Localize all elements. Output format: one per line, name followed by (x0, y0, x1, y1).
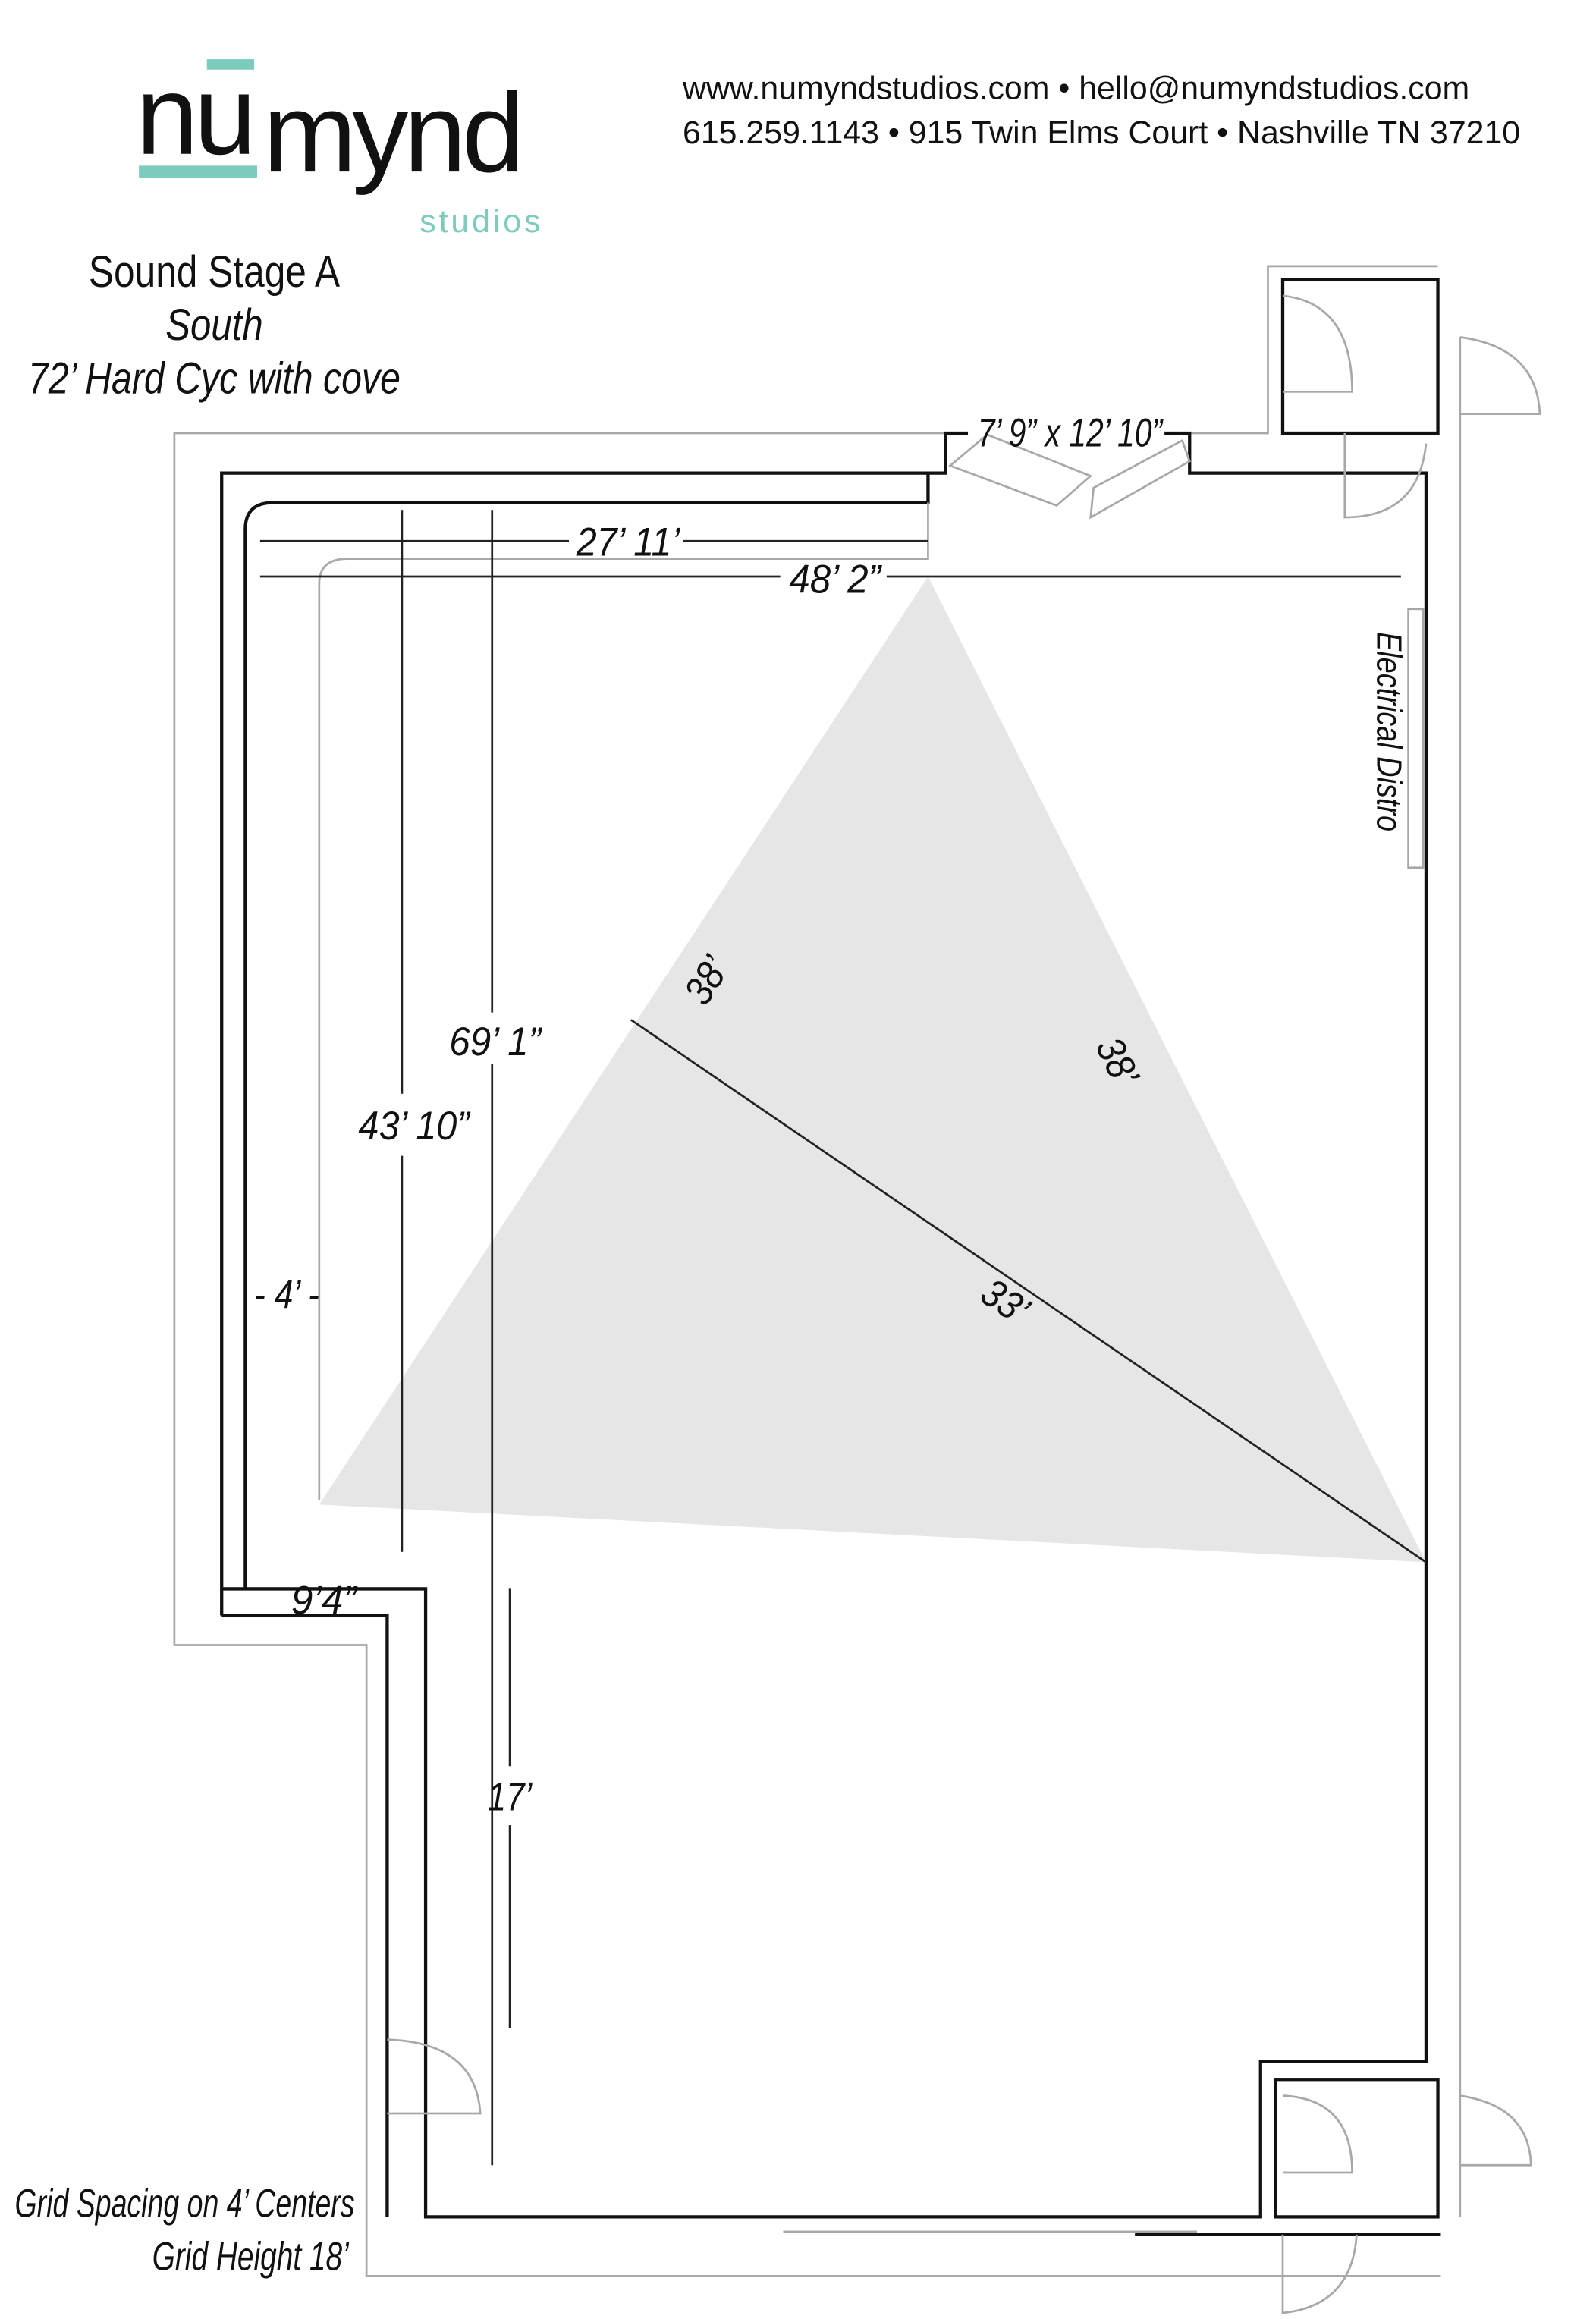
cove-dimension: - 4’ - (254, 1272, 319, 1317)
camera-coverage-area (319, 576, 1426, 1563)
logo-studios: studios (419, 203, 543, 240)
outer-wall-line-top (1189, 265, 1438, 435)
logo-mynd: mynd (263, 71, 520, 196)
door-icon (947, 433, 1093, 507)
electrical-distro-label: Electrical Distro (1370, 632, 1409, 831)
width-dimension: 48’ 2” (789, 557, 882, 602)
cyc-cove-line (318, 502, 929, 1500)
door-icon (1089, 438, 1191, 520)
door-icon (1282, 2094, 1353, 2174)
room-top-right (1280, 278, 1440, 435)
room-size-label: 7’ 9” x 12’ 10” (978, 411, 1164, 456)
door-icon (1459, 2094, 1532, 2167)
grid-height-note: Grid Height 18’ (152, 2235, 350, 2280)
logo-nu: nu (136, 53, 252, 178)
door-icon (1282, 294, 1353, 393)
electrical-distro-panel (1407, 608, 1425, 869)
length-dimension: 69’ 1” (449, 1020, 542, 1064)
stage-orientation: South (165, 300, 263, 350)
outer-wall-line (173, 432, 1441, 2277)
door-icon (387, 2038, 482, 2115)
door-icon (1281, 2234, 1358, 2314)
stage-cyc-description: 72’ Hard Cyc with cove (28, 354, 401, 403)
cyc-side-dimension: 43’ 10” (358, 1104, 470, 1149)
coverage-depth-line (630, 1019, 1427, 1563)
lower-dimension: 17’ (488, 1775, 533, 1820)
contact-line-1: www.numyndstudios.com • hello@numyndstud… (682, 71, 1469, 107)
logo-accent-bar-bottom (139, 165, 257, 178)
stage-wall (221, 1614, 389, 2217)
door-icon (1343, 432, 1428, 519)
stage-wall (221, 431, 1428, 2219)
grid-spacing-note: Grid Spacing on 4’ Centers (14, 2181, 354, 2226)
door-icon (1459, 336, 1541, 416)
stage-wall (220, 431, 969, 1616)
logo: nu mynd studios (136, 53, 543, 240)
stage-title: Sound Stage A (89, 247, 340, 297)
logo-accent-bar-top (206, 59, 255, 70)
step-dimension: 9’4” (291, 1579, 358, 1623)
contact-line-2: 615.259.1143 • 915 Twin Elms Court • Nas… (683, 115, 1520, 151)
room-bottom-right (1274, 2078, 1440, 2219)
cyc-top-dimension: 27’ 11’ (576, 520, 680, 565)
cyc-wall (243, 473, 930, 1589)
